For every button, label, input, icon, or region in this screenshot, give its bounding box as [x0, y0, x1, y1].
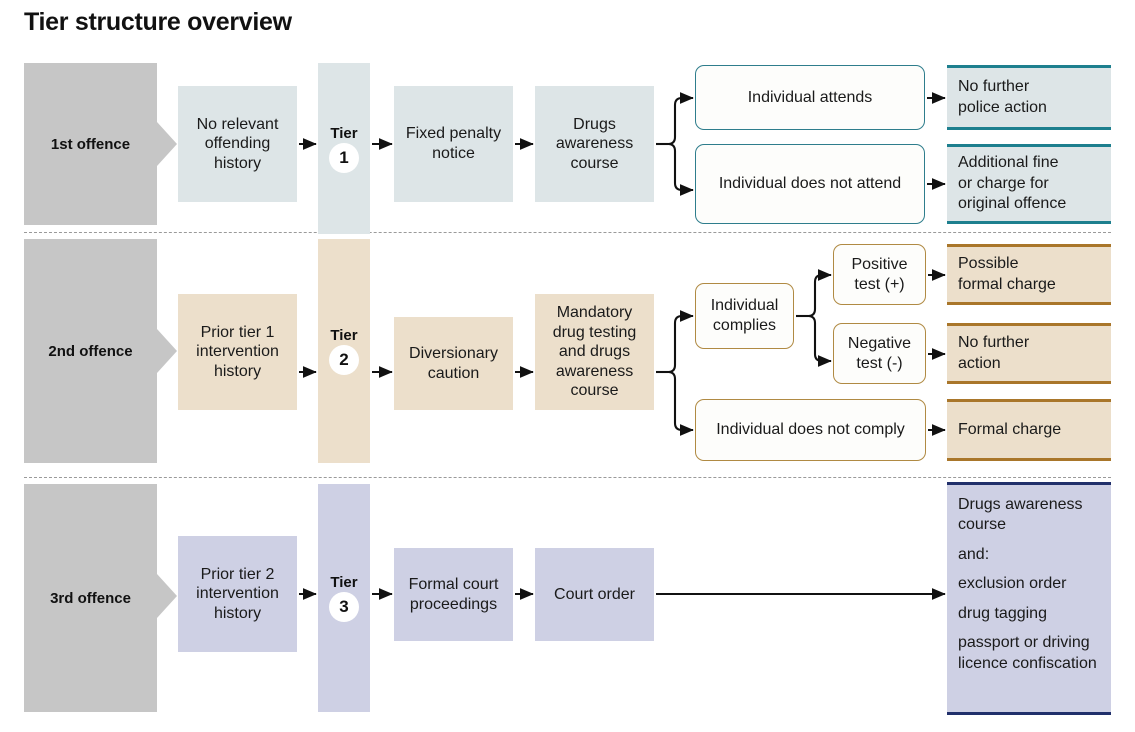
- tier-column-2: Tier 2: [318, 239, 370, 463]
- outcome-box-1-additional-fine: Additional fine or charge for original o…: [947, 144, 1111, 224]
- branch-box-1-attends: Individual attends: [695, 65, 925, 130]
- step-box-3-1: Formal court proceedings: [394, 548, 513, 641]
- tier-number: 1: [329, 142, 359, 173]
- outcome-line: passport or driving licence confiscation: [958, 634, 1097, 672]
- outcome-line: drug tagging: [958, 604, 1047, 622]
- branch-box-1-not-attends: Individual does not attend: [695, 144, 925, 224]
- step-box-3-2: Court order: [535, 548, 654, 641]
- offence-label: 2nd offence: [48, 342, 133, 360]
- outcome-line: Formal charge: [958, 420, 1062, 438]
- tier-row-1: 1st offence No relevant offending histor…: [0, 55, 1135, 234]
- outcome-line: action: [958, 354, 1001, 372]
- offence-label: 1st offence: [50, 135, 131, 153]
- outcome-line: formal charge: [958, 275, 1056, 293]
- branch-box-2-complies: Individual complies: [695, 283, 794, 349]
- outcome-line: and:: [958, 545, 990, 563]
- outcome-line: police action: [958, 98, 1047, 116]
- offence-pointer-1: [157, 122, 177, 166]
- outcome-line: No further: [958, 334, 1030, 352]
- step-box-1-1: Fixed penalty notice: [394, 86, 513, 202]
- outcome-line: original offence: [958, 195, 1067, 213]
- outcome-line: or charge for: [958, 174, 1049, 192]
- tier-row-3: 3rd offence Prior tier 2 intervention hi…: [0, 478, 1135, 732]
- offence-block-2: 2nd offence: [24, 239, 157, 463]
- row-divider-2: [24, 477, 1111, 478]
- outcome-box-2-possible-formal-charge: Possible formal charge: [947, 244, 1111, 305]
- step-box-2-1: Diversionary caution: [394, 317, 513, 410]
- history-box-2: Prior tier 1 intervention history: [178, 294, 297, 410]
- tier-row-2: 2nd offence Prior tier 1 intervention hi…: [0, 233, 1135, 477]
- tier-word: Tier: [330, 327, 358, 344]
- offence-pointer-2: [157, 329, 177, 373]
- tier-number: 3: [329, 592, 359, 622]
- outcome-box-2-formal-charge: Formal charge: [947, 399, 1111, 461]
- tier-word: Tier: [330, 124, 358, 142]
- row-divider-1: [24, 232, 1111, 233]
- tier-column-3: Tier 3: [318, 484, 370, 712]
- offence-block-1: 1st offence: [24, 63, 157, 225]
- outcome-box-2-no-further-action: No further action: [947, 323, 1111, 384]
- history-box-1: No relevant offending history: [178, 86, 297, 202]
- step-box-1-2: Drugs awareness course: [535, 86, 654, 202]
- branch-box-2-negative-test: Negative test (-): [833, 323, 926, 384]
- offence-pointer-3: [157, 574, 177, 618]
- outcome-line: Additional fine: [958, 154, 1059, 172]
- outcome-line: No further: [958, 78, 1030, 96]
- offence-block-3: 3rd offence: [24, 484, 157, 712]
- outcome-line: Possible: [958, 255, 1019, 273]
- outcome-line: Drugs awareness course: [958, 496, 1083, 534]
- page-title: Tier structure overview: [24, 8, 292, 36]
- outcome-box-3-court-order-conditions: Drugs awareness course and: exclusion or…: [947, 482, 1111, 715]
- tier-column-1: Tier 1: [318, 63, 370, 234]
- outcome-line: exclusion order: [958, 575, 1067, 593]
- tier-word: Tier: [330, 574, 358, 591]
- tier-number: 2: [329, 345, 359, 375]
- branch-box-2-positive-test: Positive test (+): [833, 244, 926, 305]
- step-box-2-2: Mandatory drug testing and drugs awarene…: [535, 294, 654, 410]
- outcome-box-1-no-further-action: No further police action: [947, 65, 1111, 130]
- offence-label: 3rd offence: [50, 589, 131, 607]
- branch-box-2-does-not-comply: Individual does not comply: [695, 399, 926, 461]
- history-box-3: Prior tier 2 intervention history: [178, 536, 297, 652]
